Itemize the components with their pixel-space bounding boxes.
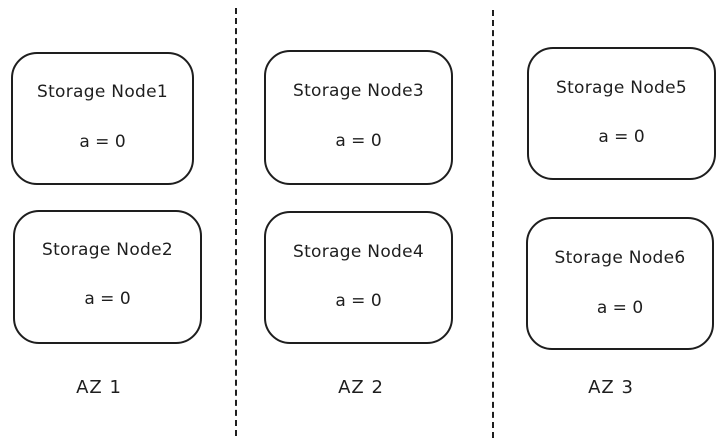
node-name: Storage Node1 — [36, 82, 168, 102]
storage-node-2: Storage Node2 a = 0 — [13, 210, 202, 344]
storage-node-4: Storage Node4 a = 0 — [264, 211, 453, 344]
zone-divider-2 — [492, 10, 494, 438]
zone-label-az1: AZ 1 — [76, 377, 122, 398]
storage-node-6: Storage Node6 a = 0 — [526, 217, 714, 350]
node-value: a = 0 — [598, 127, 645, 147]
node-name: Storage Node3 — [292, 81, 424, 101]
node-name: Storage Node4 — [292, 242, 424, 262]
node-name: Storage Node6 — [554, 248, 686, 268]
node-value: a = 0 — [84, 289, 131, 309]
node-name: Storage Node5 — [555, 78, 687, 98]
node-name: Storage Node2 — [41, 240, 173, 260]
node-value: a = 0 — [596, 298, 644, 318]
zone-divider-1 — [235, 8, 237, 436]
zone-label-az3: AZ 3 — [588, 377, 634, 398]
storage-node-5: Storage Node5 a = 0 — [527, 47, 716, 180]
storage-node-1: Storage Node1 a = 0 — [11, 52, 194, 185]
node-value: a = 0 — [335, 131, 382, 151]
storage-node-3: Storage Node3 a = 0 — [264, 50, 453, 185]
node-value: a = 0 — [335, 291, 382, 311]
zone-label-az2: AZ 2 — [338, 377, 384, 398]
node-value: a = 0 — [79, 132, 126, 152]
